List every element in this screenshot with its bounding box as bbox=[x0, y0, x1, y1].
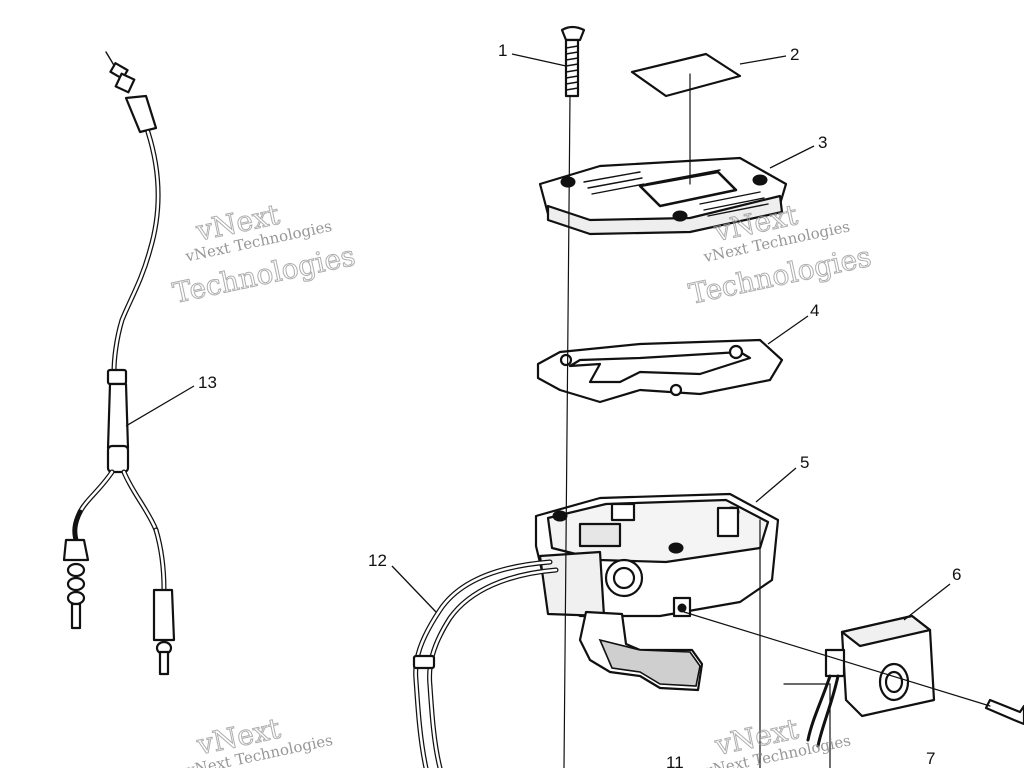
watermark-left-top: vNext vNext Technologies Technologies bbox=[169, 197, 358, 310]
part-4-gasket bbox=[536, 338, 784, 404]
callout-6: 6 bbox=[952, 565, 961, 584]
part-3-cover-plate bbox=[538, 156, 788, 236]
callout-1: 1 bbox=[498, 41, 507, 60]
watermark-right-bottom: vNext vNext Technologies bbox=[702, 712, 852, 768]
callout-13: 13 bbox=[198, 373, 217, 392]
callout-5: 5 bbox=[800, 453, 809, 472]
part-1-screw bbox=[560, 25, 586, 98]
callout-3: 3 bbox=[818, 133, 827, 152]
part-6-switch bbox=[806, 614, 936, 748]
callout-7: 7 bbox=[926, 749, 935, 768]
callout-4: 4 bbox=[810, 301, 819, 320]
callout-2: 2 bbox=[790, 45, 799, 64]
callout-12: 12 bbox=[368, 551, 387, 570]
part-13-cable bbox=[62, 51, 176, 676]
watermark-left-bottom: vNext vNext Technologies bbox=[184, 711, 334, 768]
callout-labels: 1 2 3 4 5 6 7 11 12 13 bbox=[198, 41, 961, 768]
part-12-wires bbox=[412, 559, 559, 768]
alignment-lines bbox=[563, 73, 991, 768]
leader-lines bbox=[125, 53, 951, 621]
part-5-housing bbox=[534, 492, 780, 692]
part-2-decal bbox=[630, 52, 742, 98]
callout-11: 11 bbox=[666, 753, 684, 768]
part-7-screw bbox=[984, 698, 1024, 726]
